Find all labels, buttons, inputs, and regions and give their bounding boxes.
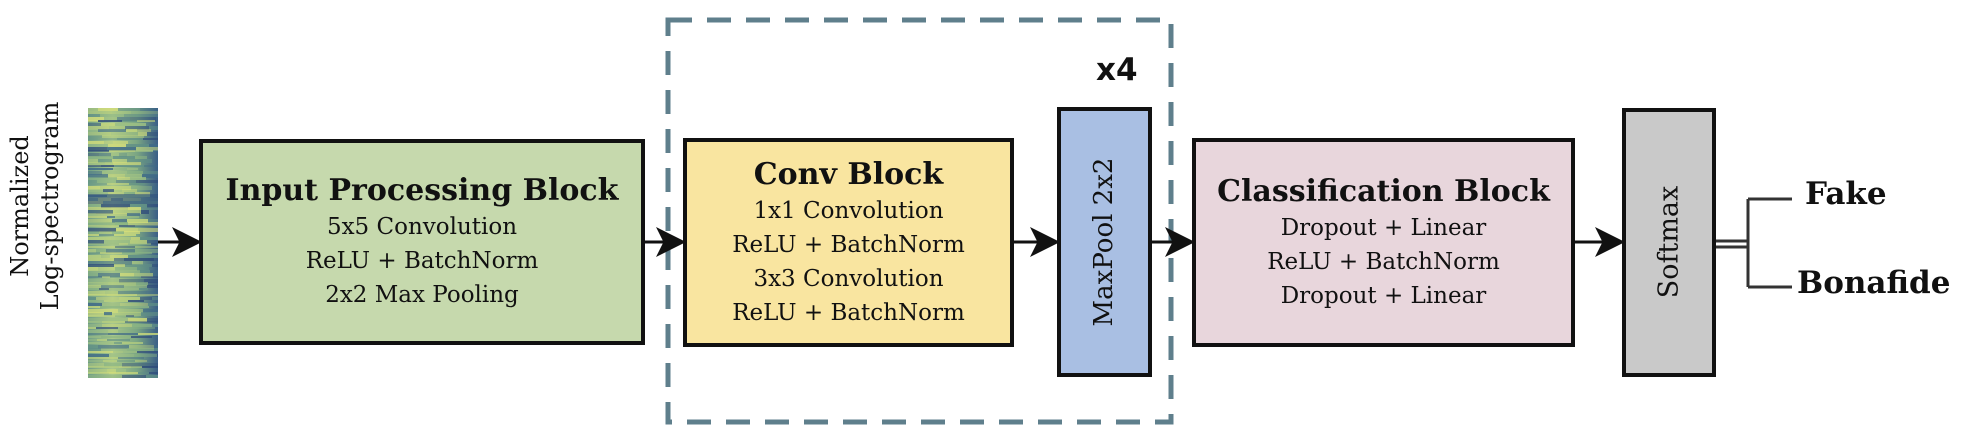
output-bonafide-label: Bonafide bbox=[1797, 265, 1951, 301]
classification-line: Dropout + Linear bbox=[1280, 214, 1487, 241]
maxpool-label: MaxPool 2x2 bbox=[1089, 157, 1119, 327]
conv-block-line: ReLU + BatchNorm bbox=[732, 231, 965, 258]
conv-block-line: 3x3 Convolution bbox=[753, 265, 944, 292]
conv-block-line: ReLU + BatchNorm bbox=[732, 299, 965, 326]
input-processing-block: Input Processing Block 5x5 Convolution R… bbox=[199, 139, 645, 345]
conv-block-title: Conv Block bbox=[753, 156, 944, 192]
spectrogram-image bbox=[88, 108, 158, 378]
input-processing-line: ReLU + BatchNorm bbox=[305, 248, 539, 274]
input-processing-title: Input Processing Block bbox=[225, 173, 619, 208]
conv-block: Conv Block 1x1 Convolution ReLU + BatchN… bbox=[683, 138, 1014, 347]
output-branch bbox=[1716, 197, 1792, 289]
softmax-block bbox=[1622, 108, 1716, 377]
repeat-count-label: x4 bbox=[1096, 52, 1138, 88]
classification-block: Classification Block Dropout + Linear Re… bbox=[1192, 138, 1575, 347]
maxpool-block bbox=[1057, 107, 1152, 377]
softmax-label: Softmax bbox=[1653, 185, 1685, 299]
classification-title: Classification Block bbox=[1217, 173, 1550, 209]
input-processing-line: 2x2 Max Pooling bbox=[325, 282, 519, 308]
output-fake-label: Fake bbox=[1805, 176, 1887, 212]
conv-block-line: 1x1 Convolution bbox=[753, 197, 944, 224]
classification-line: ReLU + BatchNorm bbox=[1267, 248, 1500, 275]
input-processing-line: 5x5 Convolution bbox=[326, 214, 518, 240]
classification-line: Dropout + Linear bbox=[1280, 282, 1487, 309]
repeat-frame bbox=[665, 17, 1174, 425]
